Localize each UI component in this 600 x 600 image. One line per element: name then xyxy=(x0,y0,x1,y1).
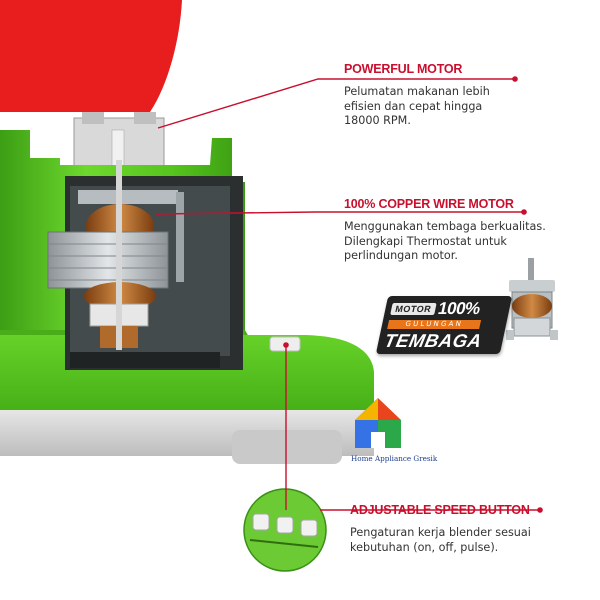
feature-powerful-motor: POWERFUL MOTOR Pelumatan makanan lebih e… xyxy=(344,62,490,129)
feature-adjustable-speed-button: ADJUSTABLE SPEED BUTTON Pengaturan kerja… xyxy=(350,503,531,555)
speed-button-inset xyxy=(243,488,327,572)
feature-description-line: kebutuhan (on, off, pulse). xyxy=(350,540,499,554)
badge-gulungan: GULUNGAN xyxy=(387,320,482,329)
callout-lines xyxy=(155,78,540,511)
badge-percent: 100% xyxy=(436,299,482,318)
callout-dots xyxy=(283,76,543,513)
feature-description-line: Pelumatan makanan lebih xyxy=(344,85,490,98)
blender-jar xyxy=(0,0,182,112)
badge-motor-label: MOTOR xyxy=(390,303,437,315)
feature-description: Menggunakan tembaga berkualitas. Dilengk… xyxy=(344,220,546,264)
badge-tembaga: TEMBAGA xyxy=(382,330,484,351)
feature-description-line: Dilengkapi Thermostat untuk xyxy=(344,234,507,248)
feature-description: Pengaturan kerja blender sesuai kebutuha… xyxy=(350,526,531,555)
feature-description-line: Pengaturan kerja blender sesuai xyxy=(350,526,531,539)
watermark-text: Home Appliance Gresik xyxy=(351,454,438,463)
feature-description-line: perlindungan motor. xyxy=(344,249,458,262)
feature-description: Pelumatan makanan lebih efisien dan cepa… xyxy=(344,85,490,129)
copper-motor-photo xyxy=(506,258,558,340)
motor-cutaway xyxy=(47,160,243,370)
house-logo xyxy=(355,398,401,448)
feature-title: 100% COPPER WIRE MOTOR xyxy=(344,197,514,211)
feature-description-line: efisien dan cepat hingga xyxy=(344,99,483,113)
drive-coupling xyxy=(73,112,165,171)
feature-copper-wire-motor: 100% COPPER WIRE MOTOR Menggunakan temba… xyxy=(344,197,546,264)
copper-winding-badge: MOTOR 100% GULUNGAN TEMBAGA xyxy=(375,296,513,354)
feature-description-line: 18000 RPM. xyxy=(344,114,411,127)
feature-title: ADJUSTABLE SPEED BUTTON xyxy=(350,503,530,517)
feature-description-line: Menggunakan tembaga berkualitas. xyxy=(344,220,546,233)
feature-title: POWERFUL MOTOR xyxy=(344,62,463,76)
